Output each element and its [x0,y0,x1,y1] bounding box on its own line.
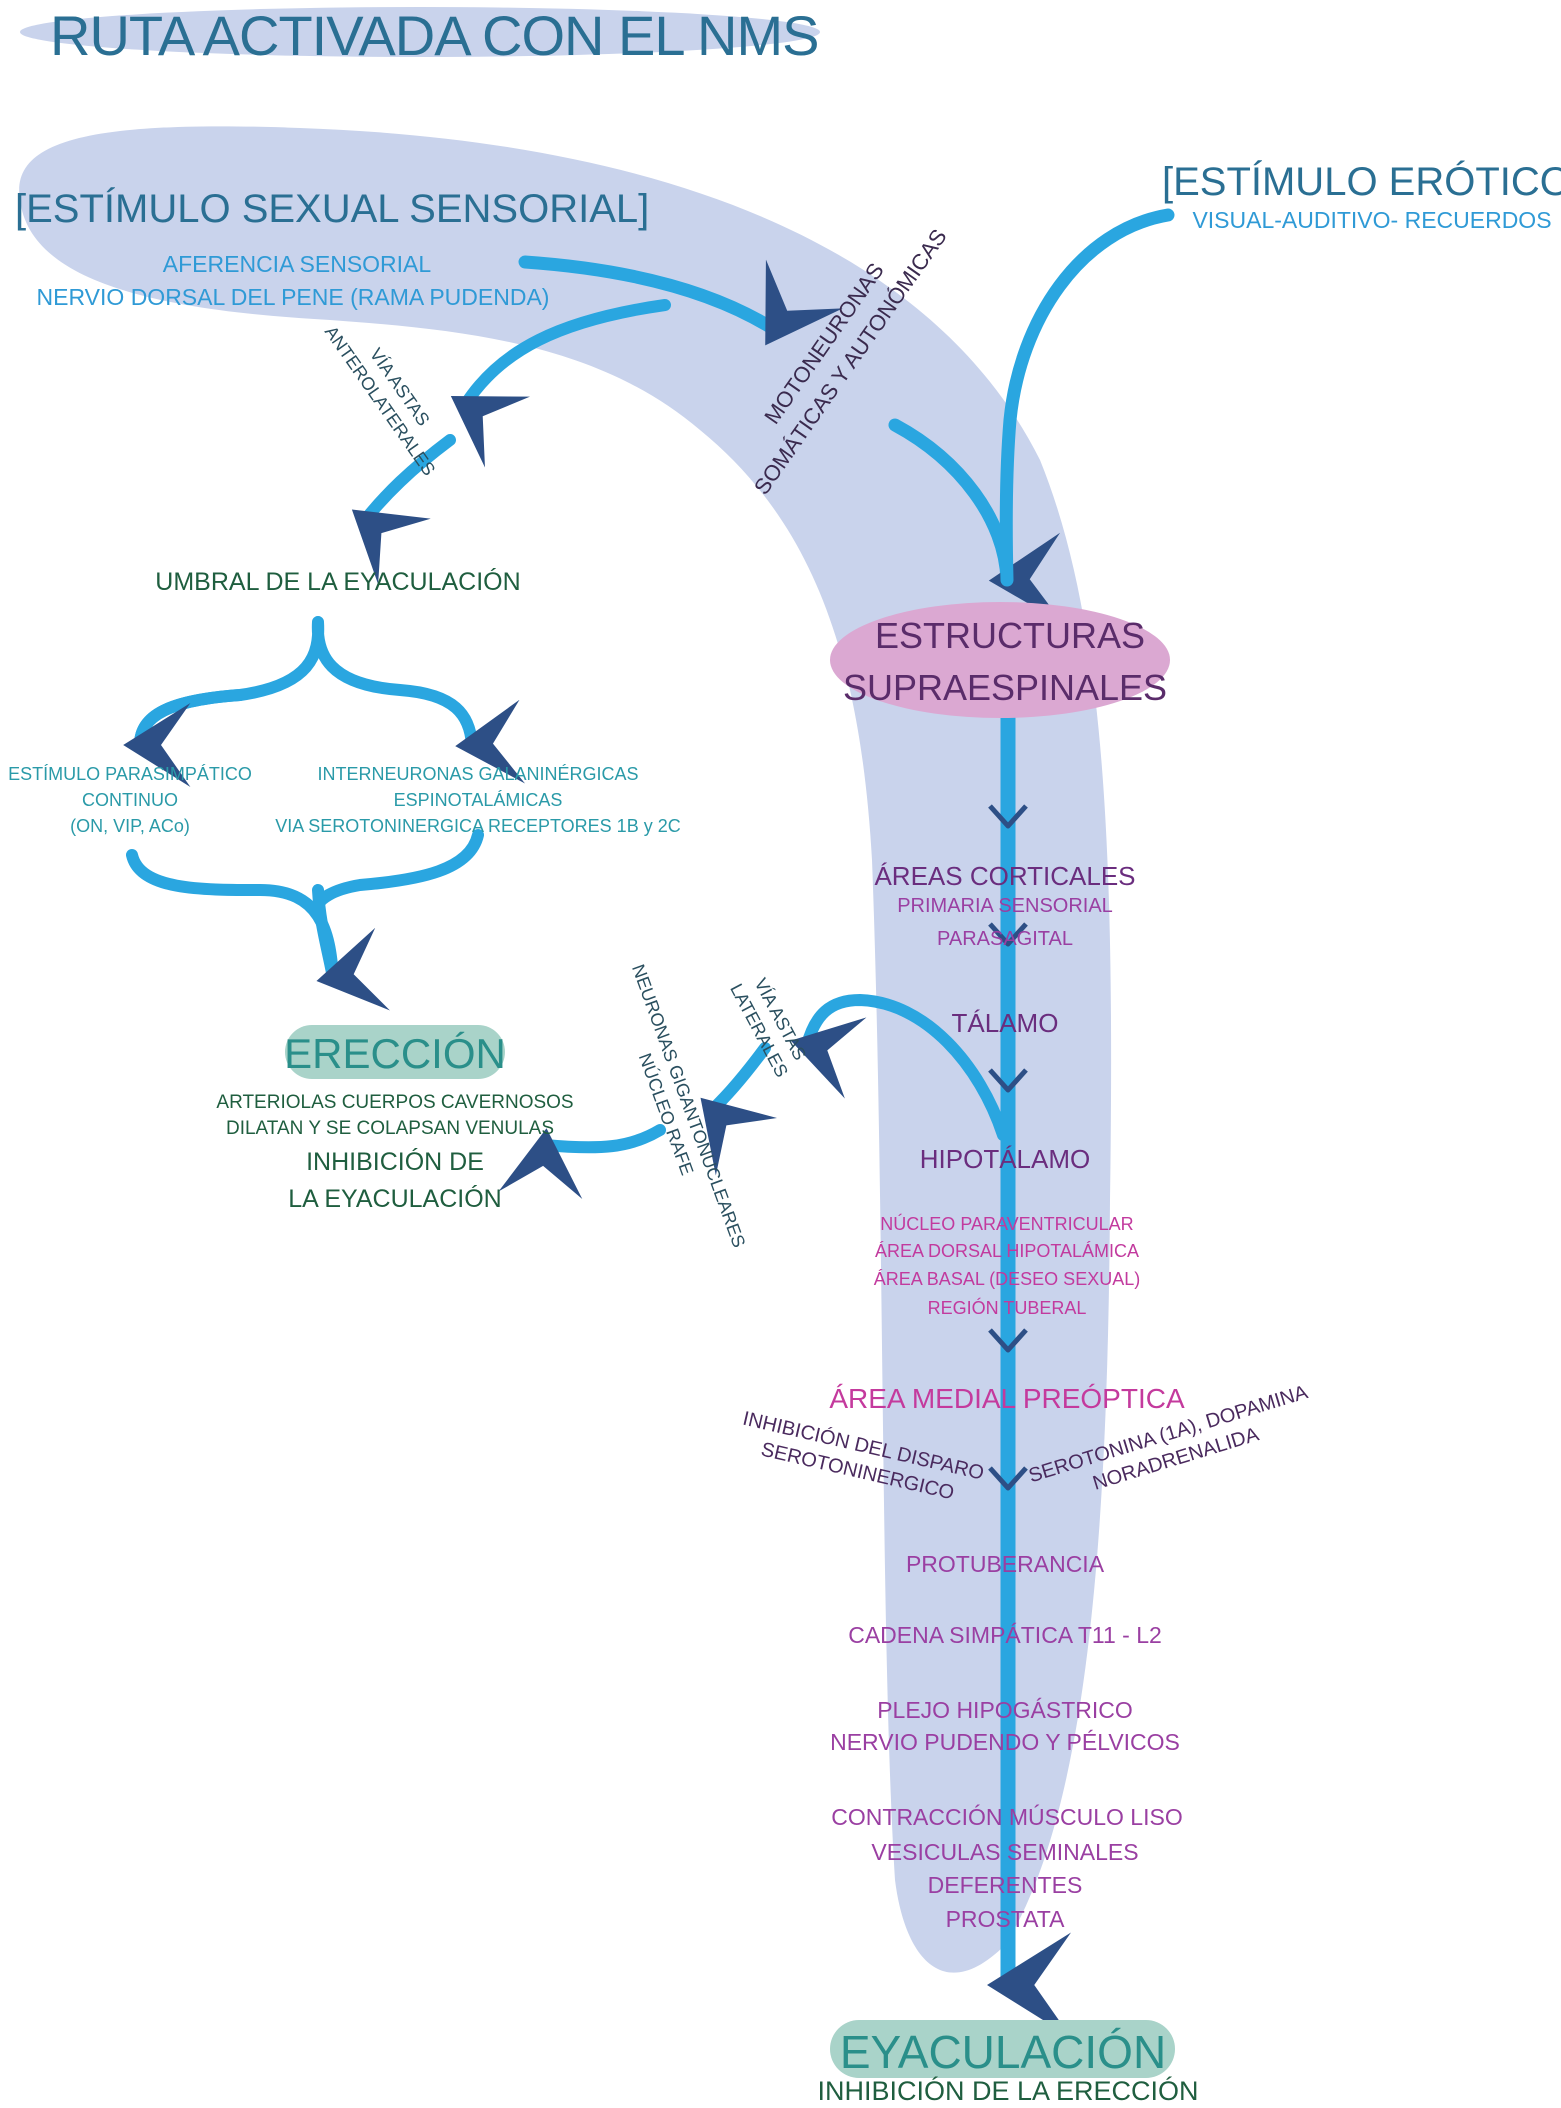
contraccion-line2: VESICULAS SEMINALES [871,1839,1138,1865]
chevron-icon [988,922,1028,947]
ereccion-pill [285,1025,505,1079]
arrow-hipot-to-lateral [790,993,1009,1141]
hipot-line2: ÁREA DORSAL HIPOTALÁMICA [875,1241,1139,1261]
arrow-lateral-to-neuronas [700,1042,778,1176]
chevron-icon [988,1328,1028,1353]
ereccion-line2: DILATAN Y SE COLAPSAN VENULAS [226,1118,554,1139]
erotic-heading: [ESTÍMULO ERÓTICO] [1162,159,1561,204]
plejo-line1: PLEJO HIPOGÁSTRICO [877,1697,1133,1723]
hipot-line1: NÚCLEO PARAVENTRICULAR [880,1213,1133,1234]
arrow-sensory-to-via [450,299,671,468]
supra-pill [830,602,1170,718]
protuberancia-label: PROTUBERANCIA [906,1551,1105,1577]
parasimp-line1: ESTÍMULO PARASIMPÁTICO [8,764,252,784]
ereccion-line3: INHIBICIÓN DE [306,1147,484,1176]
ereccion-label: ERECCIÓN [284,1030,506,1077]
chevron-icon [988,804,1028,829]
arrow-merge-to-ereccion [312,884,391,1011]
arrow-neuronas-to-ereccion [498,1124,666,1199]
eyaculacion-pill [830,2020,1175,2078]
hipot-line4: REGIÓN TUBERAL [928,1297,1087,1318]
chevron-icon [988,1068,1028,1093]
inter-line2: ESPINOTALÁMICAS [394,790,563,810]
inter-line3: VIA SEROTONINERGICA RECEPTORES 1B y 2C [275,816,680,836]
umbral-label: UMBRAL DE LA EYACULACIÓN [155,567,520,596]
arrow-brace-umbral [134,616,472,745]
areas-line1: PRIMARIA SENSORIAL [897,895,1113,917]
inter-line1: INTERNEURONAS GALANINÉRGICAS [317,764,638,784]
contraccion-line1: CONTRACCIÓN MÚSCULO LISO [831,1804,1182,1830]
spine-chevrons [988,804,1028,1491]
background-bands [19,7,1112,1973]
supra-line1: ESTRUCTURAS [875,615,1145,656]
arrow-brace-umbral-left [123,689,246,788]
areas-line2: PARASAGITAL [937,928,1073,950]
neuronas-line1: NEURONAS GIGANTONUCLEARES [628,962,749,1250]
arrow-sensory-to-moto [518,255,843,346]
parasimp-line3: (ON, VIP, ACo) [70,816,190,836]
hipot-line3: ÁREA BASAL (DESEO SEXUAL) [874,1269,1140,1289]
plejo-line2: NERVIO PUDENDO Y PÉLVICOS [830,1729,1180,1755]
ereccion-line4: LA EYACULACIÓN [288,1184,502,1213]
via-laterales-label: VÍA ASTAS LATERALES [726,975,810,1081]
sensory-line1: AFERENCIA SENSORIAL [163,251,432,277]
sensory-heading: [ESTÍMULO SEXUAL SENSORIAL] [15,186,649,231]
neuronas-label: NEURONAS GIGANTONUCLEARES NÚCLEO RAFE [628,962,749,1250]
contraccion-line3: DEFERENTES [928,1872,1083,1898]
contraccion-line4: PROSTATA [946,1906,1066,1932]
talamo-label: TÁLAMO [952,1008,1059,1038]
hipot-heading: HIPOTÁLAMO [920,1144,1090,1174]
arrow-via-to-umbral [351,434,456,585]
medial-label: ÁREA MEDIAL PREÓPTICA [829,1383,1185,1414]
supra-line2: SUPRAESPINALES [843,667,1167,708]
eyaculacion-label: EYACULACIÓN [840,2026,1166,2078]
arrow-brace-merge [126,829,484,984]
main-band [19,126,1112,1973]
cadena-label: CADENA SIMPÁTICA T11 - L2 [848,1622,1162,1648]
erotic-line1: VISUAL-AUDITIVO- RECUERDOS [1192,207,1551,233]
eyaculacion-line1: INHIBICIÓN DE LA ERECCIÓN [817,2075,1198,2106]
page-title: RUTA ACTIVADA CON EL NMS [50,4,818,67]
chevron-icon [988,1466,1028,1491]
parasimp-line2: CONTINUO [82,790,178,810]
arrow-erotic-to-supra [999,208,1175,587]
ereccion-line1: ARTERIOLAS CUERPOS CAVERNOSOS [216,1092,573,1113]
areas-heading: ÁREAS CORTICALES [874,861,1135,891]
title-band [20,7,820,57]
sensory-line2: NERVIO DORSAL DEL PENE (RAMA PUDENDA) [37,284,550,310]
